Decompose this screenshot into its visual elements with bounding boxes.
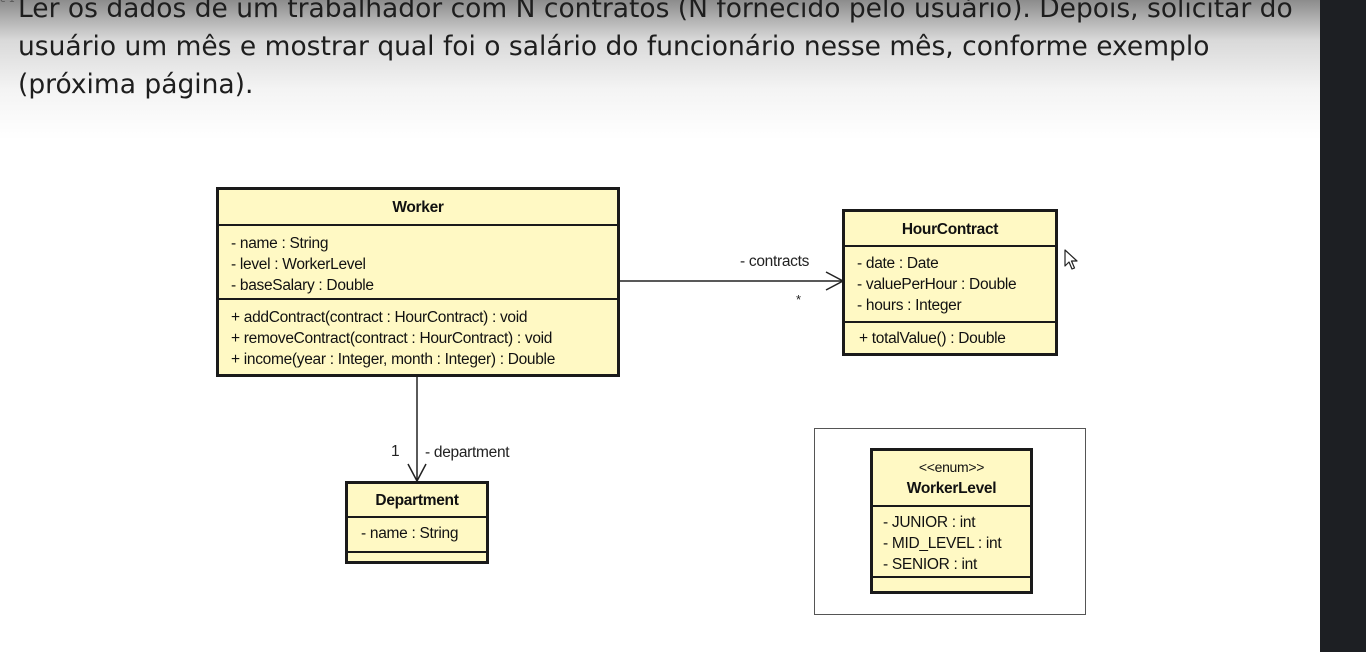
- worker-method: + income(year : Integer, month : Integer…: [231, 351, 556, 368]
- contracts-role-label: - contracts: [740, 253, 810, 270]
- association-lines: [407, 271, 845, 483]
- class-worker-name: Worker: [219, 190, 617, 226]
- mouse-pointer-icon: [1064, 249, 1078, 270]
- hourcontract-attribute: - hours : Integer: [857, 297, 962, 314]
- class-hourcontract-attributes: - date : Date - valuePerHour : Double - …: [845, 247, 1055, 323]
- worker-attribute: - level : WorkerLevel: [231, 256, 366, 273]
- hourcontract-attribute: - valuePerHour : Double: [857, 276, 1017, 293]
- class-hourcontract: HourContract - date : Date - valuePerHou…: [842, 209, 1058, 356]
- enum-stereotype: <<enum>>: [918, 459, 985, 475]
- worker-attribute: - baseSalary : Double: [231, 277, 374, 294]
- department-attribute: - name : String: [361, 525, 459, 542]
- worker-attribute: - name : String: [231, 235, 329, 252]
- class-department-name: Department: [348, 484, 486, 518]
- hourcontract-method: + totalValue() : Double: [859, 330, 1006, 347]
- window-side-bar: [1320, 0, 1366, 652]
- department-role-label: - department: [425, 444, 510, 461]
- worker-method: + removeContract(contract : HourContract…: [231, 330, 553, 347]
- class-department: Department - name : String: [345, 481, 489, 564]
- class-worker-attributes: - name : String - level : WorkerLevel - …: [219, 226, 617, 300]
- enum-workerlevel-name: WorkerLevel: [906, 480, 997, 497]
- enum-literal: - MID_LEVEL : int: [883, 535, 1002, 552]
- enum-literal: - SENIOR : int: [883, 556, 977, 573]
- contracts-multiplicity-label: *: [796, 292, 801, 307]
- hourcontract-attribute: - date : Date: [857, 255, 939, 272]
- header-fade: [0, 0, 1320, 140]
- department-multiplicity-label: 1: [391, 443, 400, 460]
- class-worker: Worker - name : String - level : WorkerL…: [216, 187, 620, 377]
- enum-workerlevel-header: <<enum>> WorkerLevel: [873, 451, 1030, 507]
- enum-workerlevel-literals: - JUNIOR : int - MID_LEVEL : int - SENIO…: [873, 507, 1030, 578]
- class-hourcontract-methods: + totalValue() : Double: [845, 323, 1055, 352]
- enum-workerlevel: <<enum>> WorkerLevel - JUNIOR : int - MI…: [870, 448, 1033, 594]
- class-hourcontract-name: HourContract: [845, 212, 1055, 247]
- worker-method: + addContract(contract : HourContract) :…: [231, 309, 528, 326]
- exercise-statement: Ler os dados de um trabalhador com N con…: [18, 0, 1293, 100]
- class-worker-methods: + addContract(contract : HourContract) :…: [219, 300, 617, 373]
- enum-literal: - JUNIOR : int: [883, 514, 976, 531]
- class-department-attributes: - name : String: [348, 518, 486, 553]
- corner-mark: c 1: [0, 0, 15, 5]
